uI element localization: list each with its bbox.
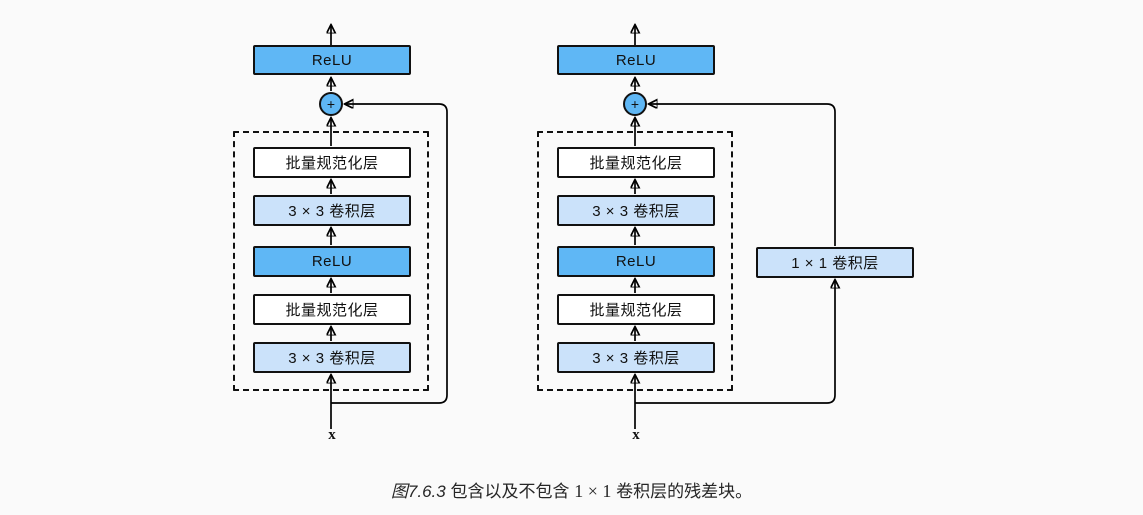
input-x-label: x [328, 427, 336, 443]
conv3x3-label: 3 × 3 卷积层 [592, 203, 680, 220]
output-relu-box: ReLU [557, 45, 715, 75]
batchnorm-label: 批量规范化层 [285, 155, 379, 172]
conv3x3-box-top: 3 × 3 卷积层 [253, 195, 411, 226]
residual-body-outline [537, 131, 733, 391]
caption-text: 包含以及不包含 [450, 482, 570, 501]
input-x-label: x [632, 427, 640, 443]
output-relu-label: ReLU [615, 51, 657, 69]
plus-sign: + [630, 95, 640, 112]
figure-caption: 图7.6.3 包含以及不包含 1 × 1 卷积层的残差块。 [0, 477, 1143, 502]
relu-box-middle: ReLU [253, 246, 411, 277]
residual-block-with-1x1: ReLU + 批量规范化层 3 × 3 卷积层 ReLU 批量规范化层 3 × … [537, 0, 733, 460]
batchnorm-label: 批量规范化层 [285, 302, 379, 319]
batchnorm-label: 批量规范化层 [589, 155, 683, 172]
output-relu-box: ReLU [253, 45, 411, 75]
figure-number: 图7.6.3 [390, 482, 446, 501]
conv1x1-box: 1 × 1 卷积层 [756, 247, 914, 278]
relu-box-middle: ReLU [557, 246, 715, 277]
caption-text: 卷积层的残差块。 [616, 482, 753, 501]
relu-label: ReLU [311, 253, 353, 270]
batchnorm-label: 批量规范化层 [589, 302, 683, 319]
conv3x3-label: 3 × 3 卷积层 [288, 203, 376, 220]
conv3x3-box-top: 3 × 3 卷积层 [557, 195, 715, 226]
add-operator-icon: + [319, 92, 343, 116]
caption-math: 1 × 1 [574, 481, 612, 501]
residual-block-plain: ReLU + 批量规范化层 3 × 3 卷积层 ReLU 批量规范化层 3 × … [233, 0, 429, 460]
batchnorm-box-bottom: 批量规范化层 [557, 294, 715, 325]
output-relu-label: ReLU [311, 51, 353, 69]
residual-body-outline [233, 131, 429, 391]
conv1x1-label: 1 × 1 卷积层 [791, 255, 879, 272]
relu-label: ReLU [615, 253, 657, 270]
conv3x3-box-bottom: 3 × 3 卷积层 [557, 342, 715, 373]
conv3x3-label: 3 × 3 卷积层 [288, 350, 376, 367]
plus-sign: + [326, 95, 336, 112]
add-operator-icon: + [623, 92, 647, 116]
batchnorm-box-top: 批量规范化层 [557, 147, 715, 178]
conv3x3-label: 3 × 3 卷积层 [592, 350, 680, 367]
batchnorm-box-top: 批量规范化层 [253, 147, 411, 178]
right-block-wires [635, 25, 835, 429]
conv3x3-box-bottom: 3 × 3 卷积层 [253, 342, 411, 373]
batchnorm-box-bottom: 批量规范化层 [253, 294, 411, 325]
